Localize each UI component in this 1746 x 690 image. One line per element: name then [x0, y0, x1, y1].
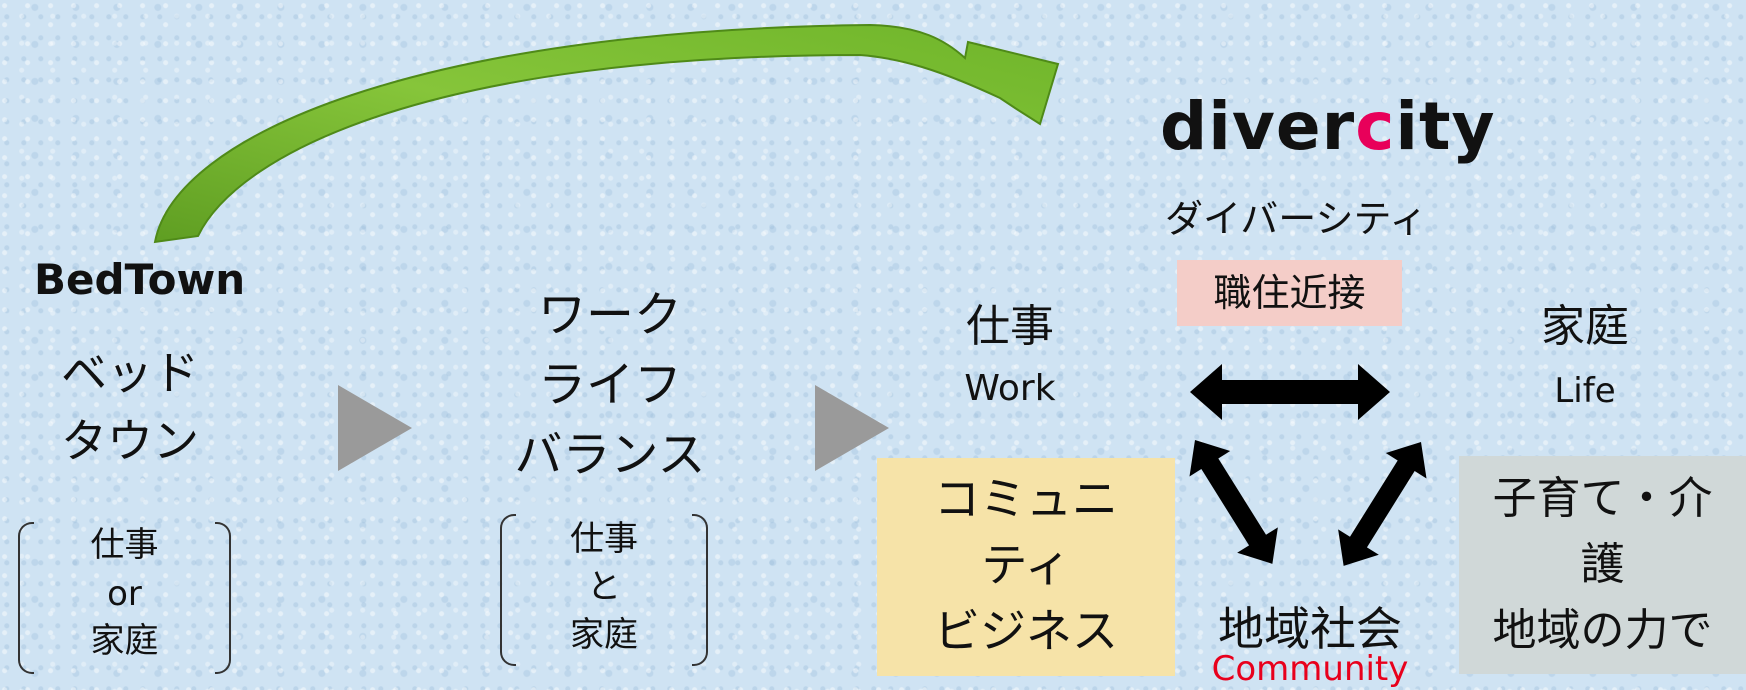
bedtown-bracket: 仕事 or 家庭: [18, 522, 231, 674]
life-label-jp: 家庭: [1541, 301, 1629, 352]
bedtown-bracket-line3: 家庭: [90, 621, 159, 661]
divercity-title-accent: c: [1355, 88, 1396, 165]
work-label-en: Work: [964, 368, 1056, 409]
worklife-bracket-line1: 仕事: [570, 519, 638, 559]
community-business-box: コミュニ ティ ビジネス: [877, 458, 1175, 676]
community-label-en: Community: [1211, 649, 1409, 689]
divercity-kana: ダイバーシティ: [1165, 197, 1428, 241]
divercity-title-part1: diver: [1160, 88, 1356, 165]
bedtown-bracket-line1: 仕事: [90, 525, 159, 565]
worklife-bracket-line2: と: [587, 567, 621, 607]
childcare-line1: 子育て・介: [1492, 473, 1713, 524]
divercity-title: divercity: [1160, 88, 1496, 165]
bracket-left: [18, 522, 34, 674]
bedtown-title: BedTown: [34, 255, 246, 304]
community-business-line2: ティ: [981, 538, 1071, 592]
life-label-en: Life: [1554, 371, 1616, 411]
childcare-box: 子育て・介 護 地域の力で: [1459, 456, 1746, 674]
work-label-jp: 仕事: [966, 301, 1054, 352]
worklife-line3: バランス: [514, 427, 706, 483]
worklife-bracket-line3: 家庭: [570, 615, 638, 655]
divercity-title-part2: ity: [1395, 88, 1496, 165]
double-arrow-icon: [1189, 364, 1427, 566]
triangle-right-icon: [338, 385, 412, 471]
worklife-line1: ワーク: [537, 287, 682, 343]
worklife-line2: ライフ: [537, 357, 682, 413]
childcare-line2: 護: [1580, 539, 1625, 590]
bedtown-kana-line2: タウン: [61, 414, 199, 468]
community-business-line3: ビジネス: [934, 604, 1118, 658]
worklife-bracket: 仕事 と 家庭: [500, 514, 708, 666]
bedtown-bracket-line2: or: [107, 574, 142, 614]
childcare-line3: 地域の力で: [1492, 605, 1713, 656]
bedtown-kana-line1: ベッド: [61, 346, 199, 400]
triangle-right-icon: [815, 385, 889, 471]
community-business-line1: コミュニ: [934, 472, 1118, 526]
proximity-tag: 職住近接: [1177, 260, 1402, 326]
bracket-left: [500, 514, 516, 666]
community-label-jp: 地域社会: [1218, 602, 1402, 656]
